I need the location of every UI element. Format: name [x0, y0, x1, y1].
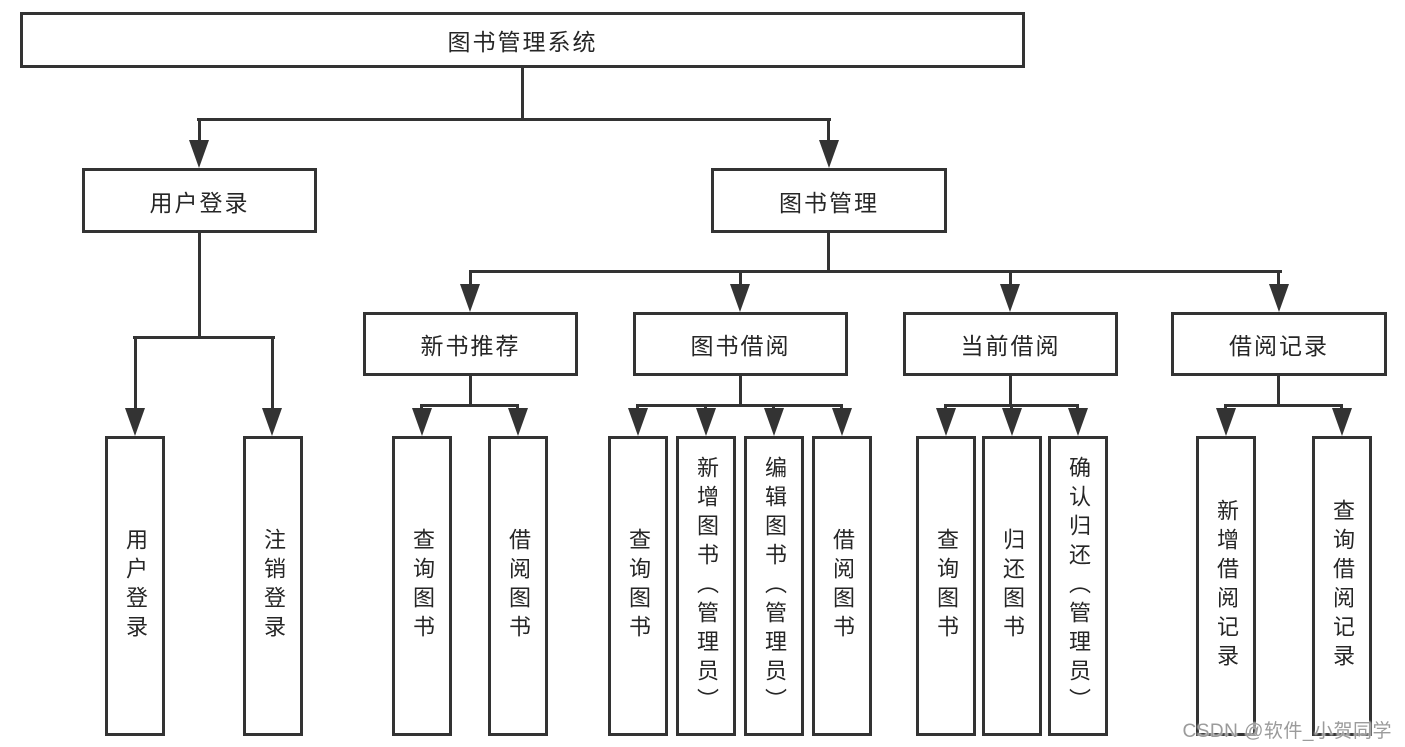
node-leaf-return-books-label: 归还图书: [1000, 528, 1025, 644]
connector-recommend-drop-1: [420, 404, 423, 411]
arrow-down-icon: [189, 140, 209, 168]
node-leaf-add-borrow-record-label: 新增借阅记录: [1214, 499, 1239, 673]
connector-records-drop-2: [1340, 404, 1343, 411]
node-borrow-records-label: 借阅记录: [1229, 333, 1329, 359]
arrow-down-icon: [1216, 408, 1236, 436]
connector-records-crossbar: [1224, 404, 1343, 407]
arrow-down-icon: [1269, 284, 1289, 312]
node-leaf-borrow-books: 借阅图书: [812, 436, 872, 736]
connector-recommend-stem: [469, 375, 472, 406]
arrow-down-icon: [832, 408, 852, 436]
connector-user-login-drop-2: [271, 336, 274, 410]
node-leaf-return-books: 归还图书: [982, 436, 1042, 736]
node-leaf-logout-label: 注销登录: [261, 528, 286, 644]
connector-current-drop-1: [944, 404, 947, 411]
watermark: CSDN @软件_小贺同学: [1182, 721, 1392, 742]
node-leaf-borrow-books-recommend: 借阅图书: [488, 436, 548, 736]
connector-borrow-crossbar: [636, 404, 843, 407]
node-borrow-records: 借阅记录: [1171, 312, 1387, 376]
node-leaf-confirm-return-admin-label: 确认归还（管理员）: [1066, 455, 1091, 717]
arrow-down-icon: [1002, 408, 1022, 436]
node-new-book-recommend: 新书推荐: [363, 312, 578, 376]
arrow-down-icon: [125, 408, 145, 436]
arrow-down-icon: [730, 284, 750, 312]
connector-root-stem: [521, 68, 524, 121]
node-leaf-query-books-borrow-label: 查询图书: [626, 528, 651, 644]
arrow-down-icon: [460, 284, 480, 312]
connector-l2-drop-right: [827, 118, 830, 142]
connector-l2-crossbar: [197, 118, 831, 121]
connector-borrow-drop-1: [636, 404, 639, 411]
node-root-label: 图书管理系统: [447, 29, 598, 55]
arrow-down-icon: [412, 408, 432, 436]
node-leaf-query-books-current-label: 查询图书: [934, 528, 959, 644]
node-leaf-confirm-return-admin: 确认归还（管理员）: [1048, 436, 1108, 736]
arrow-down-icon: [1000, 284, 1020, 312]
connector-current-stem: [1009, 375, 1012, 406]
connector-records-drop-1: [1224, 404, 1227, 411]
node-leaf-query-books-recommend: 查询图书: [392, 436, 452, 736]
connector-l3-drop-4: [1277, 270, 1280, 286]
connector-l3-drop-2: [739, 270, 742, 286]
node-leaf-query-books-current: 查询图书: [916, 436, 976, 736]
connector-current-drop-3: [1076, 404, 1079, 411]
node-leaf-edit-books-admin-label: 编辑图书（管理员）: [762, 455, 787, 717]
node-book-borrow-label: 图书借阅: [690, 333, 791, 359]
node-user-login: 用户登录: [82, 168, 317, 233]
arrow-down-icon: [262, 408, 282, 436]
node-user-login-label: 用户登录: [149, 189, 250, 216]
arrow-down-icon: [819, 140, 839, 168]
connector-records-stem: [1277, 375, 1280, 406]
node-leaf-borrow-books-recommend-label: 借阅图书: [506, 528, 531, 644]
connector-borrow-drop-3: [772, 404, 775, 411]
connector-borrow-stem: [739, 375, 742, 406]
node-book-management: 图书管理: [711, 168, 947, 233]
connector-user-login-crossbar: [133, 336, 275, 339]
node-leaf-borrow-books-label: 借阅图书: [830, 528, 855, 644]
connector-l3-drop-1: [469, 270, 472, 286]
node-leaf-user-login: 用户登录: [105, 436, 165, 736]
connector-recommend-crossbar: [420, 404, 519, 407]
arrow-down-icon: [1332, 408, 1352, 436]
arrow-down-icon: [764, 408, 784, 436]
node-current-borrow-label: 当前借阅: [960, 333, 1061, 359]
node-root: 图书管理系统: [20, 12, 1025, 68]
node-leaf-logout: 注销登录: [243, 436, 303, 736]
node-leaf-query-borrow-record-label: 查询借阅记录: [1330, 499, 1355, 673]
node-leaf-query-borrow-record: 查询借阅记录: [1312, 436, 1372, 736]
node-leaf-add-borrow-record: 新增借阅记录: [1196, 436, 1256, 736]
connector-current-drop-2: [1010, 404, 1013, 411]
connector-l3-crossbar: [469, 270, 1282, 273]
node-current-borrow: 当前借阅: [903, 312, 1118, 376]
node-leaf-query-books-borrow: 查询图书: [608, 436, 668, 736]
connector-l3-drop-3: [1009, 270, 1012, 286]
node-leaf-query-books-recommend-label: 查询图书: [410, 528, 435, 644]
node-leaf-user-login-label: 用户登录: [123, 528, 148, 644]
connector-borrow-drop-4: [840, 404, 843, 411]
node-leaf-add-books-admin: 新增图书（管理员）: [676, 436, 736, 736]
connector-borrow-drop-2: [704, 404, 707, 411]
node-book-management-label: 图书管理: [779, 189, 879, 216]
arrow-down-icon: [936, 408, 956, 436]
arrow-down-icon: [628, 408, 648, 436]
connector-user-login-stem: [198, 233, 201, 339]
node-leaf-edit-books-admin: 编辑图书（管理员）: [744, 436, 804, 736]
arrow-down-icon: [508, 408, 528, 436]
node-new-book-recommend-label: 新书推荐: [420, 333, 521, 359]
connector-book-mgmt-stem: [827, 233, 830, 273]
connector-recommend-drop-2: [516, 404, 519, 411]
connector-user-login-drop-1: [134, 336, 137, 410]
node-leaf-add-books-admin-label: 新增图书（管理员）: [694, 455, 719, 717]
arrow-down-icon: [1068, 408, 1088, 436]
connector-l2-drop-left: [198, 118, 201, 142]
node-book-borrow: 图书借阅: [633, 312, 848, 376]
arrow-down-icon: [696, 408, 716, 436]
